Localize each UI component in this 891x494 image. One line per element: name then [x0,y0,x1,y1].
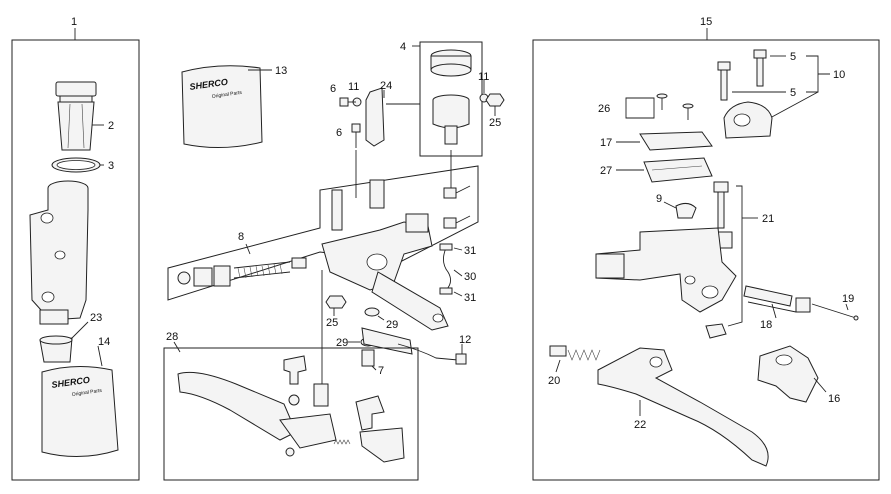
part-21-bolt [713,181,733,249]
part-5-bolt [717,61,731,101]
part-14-parts-bag: SHERCO Original Parts [41,365,119,458]
part-lever-arm [371,271,449,331]
group-15-frame [532,28,880,481]
callout-14: 14 [98,336,110,348]
callout-27: 27 [600,165,612,177]
callout-30: 30 [464,271,476,283]
callout-6b: 6 [336,127,342,139]
part-4-reservoir [430,49,472,145]
callout-5b: 5 [790,87,796,99]
callout-25a: 25 [326,317,338,329]
part-master-cylinder-body [29,180,89,325]
part-6-screw-top [339,97,356,107]
part-22-brake-lever [597,347,769,467]
group-28-frame [163,341,419,481]
part-31-clip [439,287,453,295]
part-29-seal [364,307,380,317]
callout-29a: 29 [386,319,398,331]
part-27-diaphragm [643,157,713,183]
part-16-lever-cover [757,345,819,403]
callout-18: 18 [760,319,772,331]
part-24-bracket [365,87,385,147]
callout-8: 8 [238,231,244,243]
svg-text:Original Parts: Original Parts [71,388,102,398]
group-1-frame [11,28,140,481]
callout-1: 1 [71,16,77,28]
part-12-wire [397,343,459,361]
callout-10: 10 [833,69,845,81]
callout-7: 7 [378,365,384,377]
callout-11b: 11 [478,71,489,83]
part-master-cylinder-center [321,179,433,291]
callout-23: 23 [90,312,102,324]
callout-28: 28 [166,331,178,343]
callout-25b: 25 [489,117,501,129]
part-nut [705,323,727,339]
callout-26: 26 [598,103,610,115]
callout-16: 16 [828,393,840,405]
part-31-clip [439,243,453,251]
callout-5a: 5 [790,51,796,63]
part-8-piston-kit [177,257,307,287]
part-26-screw [682,103,694,120]
part-brake-master-cylinder [595,227,737,313]
callout-20: 20 [548,375,560,387]
callout-3: 3 [108,160,114,172]
callout-6a: 6 [330,83,336,95]
callout-9: 9 [656,193,662,205]
part-6-screw-bottom [351,123,361,148]
part-20-spring [549,345,601,361]
callout-2: 2 [108,120,114,132]
part-bolt-pair [443,185,471,229]
callout-11a: 11 [348,81,359,93]
svg-text:Original Parts: Original Parts [211,90,242,100]
part-18-piston-kit [743,285,811,313]
part-9-nut [675,202,697,219]
part-7-switch [361,327,413,367]
part-5-bolt [753,49,767,87]
callout-19: 19 [842,293,854,305]
callout-22: 22 [634,419,646,431]
callout-31b: 31 [464,292,476,304]
callout-21: 21 [762,213,774,225]
callout-13: 13 [275,65,287,77]
part-25-nut-top [485,93,505,107]
callout-24: 24 [380,80,392,92]
callout-4: 4 [400,41,406,53]
part-13-parts-bag: SHERCO Original Parts [181,65,263,149]
part-19-pushrod [811,303,857,319]
part-25-nut [325,295,347,309]
callout-17: 17 [600,137,612,149]
part-17-cover [639,131,713,151]
part-26-screw [656,93,668,110]
callout-15: 15 [700,16,712,28]
callout-12: 12 [459,334,471,346]
part-28-lever-kit [177,355,405,463]
part-30-hose [443,247,451,291]
callout-31a: 31 [464,245,476,257]
part-2-reservoir-cap [55,81,97,151]
callout-29b: 29 [336,337,348,349]
